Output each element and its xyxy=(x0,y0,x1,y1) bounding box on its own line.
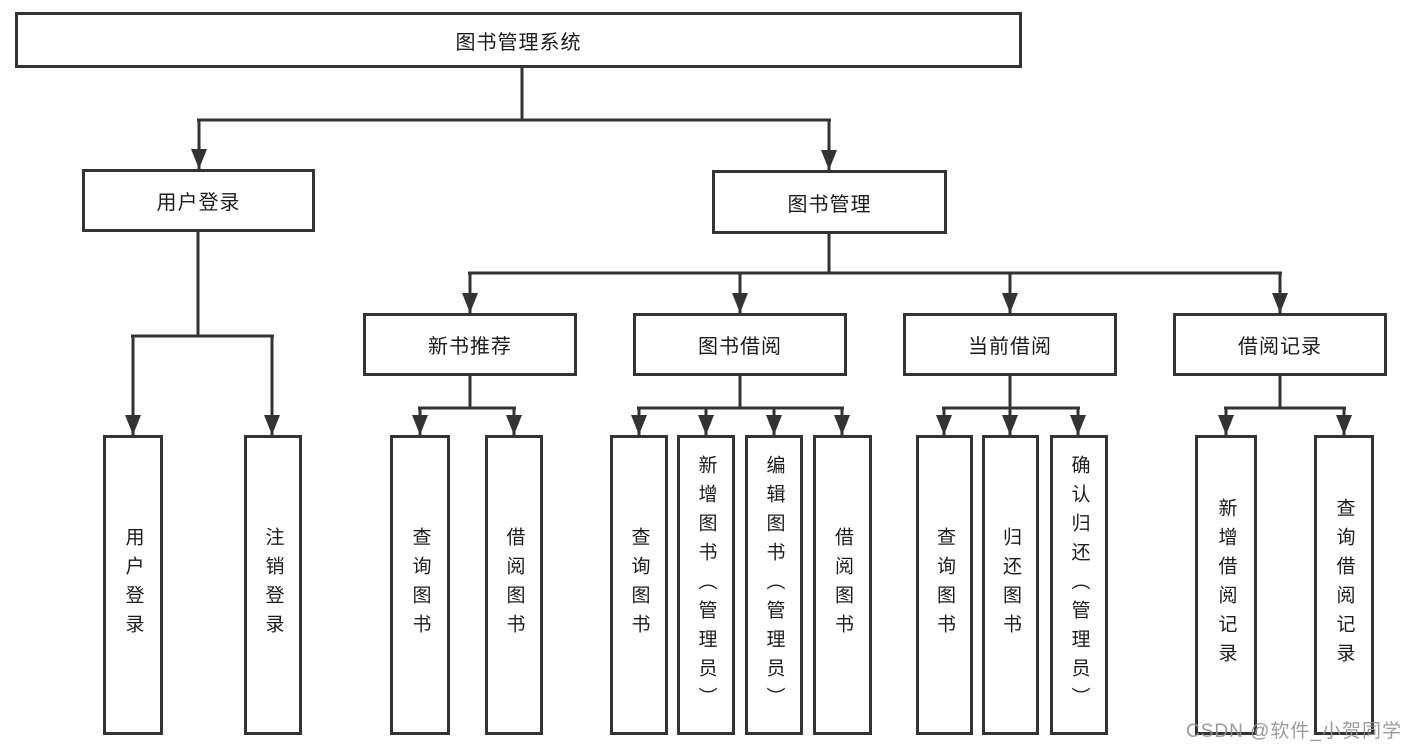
node-label: 查询借阅记录 xyxy=(1333,498,1355,672)
node-label: 用户登录 xyxy=(156,192,241,214)
node-label: 查询图书 xyxy=(934,527,955,643)
leaf-return-books: 归还图书 xyxy=(982,435,1039,735)
node-label: 借阅图书 xyxy=(503,527,525,643)
leaf-confirm-return-admin: 确认归还（管理员） xyxy=(1050,435,1108,735)
node-label: 查询图书 xyxy=(409,527,431,643)
node-label: 新增借阅记录 xyxy=(1215,498,1237,672)
leaf-borrow-books: 借阅图书 xyxy=(813,435,872,735)
leaf-logout: 注销登录 xyxy=(244,435,302,735)
node-label: 注销登录 xyxy=(262,527,284,643)
leaf-add-borrow-record: 新增借阅记录 xyxy=(1195,435,1257,735)
node-label: 编辑图书（管理员） xyxy=(763,454,785,716)
node-label: 图书借阅 xyxy=(698,336,782,358)
node-current-borrow: 当前借阅 xyxy=(903,313,1117,376)
node-user-login: 用户登录 xyxy=(82,169,315,232)
leaf-query-books-current: 查询图书 xyxy=(916,435,973,735)
node-label: 新书推荐 xyxy=(428,336,512,358)
node-library-management-system: 图书管理系统 xyxy=(15,12,1022,68)
node-label: 借阅图书 xyxy=(832,527,853,643)
node-label: 归还图书 xyxy=(1000,527,1021,643)
leaf-add-books-admin: 新增图书（管理员） xyxy=(677,435,735,735)
csdn-watermark: CSDN @软件_小贺同学 xyxy=(1186,721,1402,742)
node-label: 新增图书（管理员） xyxy=(695,454,717,716)
node-label: 借阅记录 xyxy=(1238,336,1322,358)
node-new-book-recommend: 新书推荐 xyxy=(363,313,577,376)
leaf-query-borrow-record: 查询借阅记录 xyxy=(1314,435,1374,735)
node-label: 查询图书 xyxy=(628,527,650,643)
node-label: 图书管理 xyxy=(787,193,872,216)
node-label: 确认归还（管理员） xyxy=(1068,454,1090,716)
node-label: 当前借阅 xyxy=(968,336,1052,358)
leaf-query-books-recommend: 查询图书 xyxy=(390,435,450,735)
node-borrow-records: 借阅记录 xyxy=(1173,313,1387,376)
leaf-borrow-books-recommend: 借阅图书 xyxy=(485,435,543,735)
node-label: 图书管理系统 xyxy=(455,31,582,54)
node-label: 用户登录 xyxy=(122,527,144,643)
node-book-management: 图书管理 xyxy=(712,170,947,234)
node-book-borrow: 图书借阅 xyxy=(633,313,847,376)
leaf-user-login: 用户登录 xyxy=(103,435,163,735)
leaf-edit-books-admin: 编辑图书（管理员） xyxy=(745,435,803,735)
leaf-query-books-borrow: 查询图书 xyxy=(610,435,668,735)
